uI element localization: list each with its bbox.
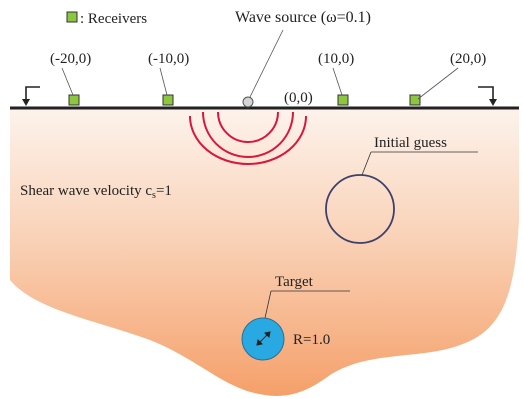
receiver-pointer (159, 67, 168, 96)
receiver-pointer (332, 67, 343, 96)
target-label: Target (275, 274, 314, 290)
receiver-minus-10: (-10,0) (148, 51, 189, 106)
wave-front-middle (202, 111, 294, 158)
receiver-marker (68, 94, 80, 106)
wave-source-point (242, 96, 254, 108)
wave-source-label: Wave source (ω=0.1) (235, 9, 371, 26)
receiver-marker (162, 94, 174, 106)
initial-guess-pointer (361, 151, 372, 176)
origin-label: (0,0) (284, 90, 313, 106)
wave-fronts (189, 111, 307, 165)
receiver-pointer (417, 67, 459, 100)
receiver-marker (409, 94, 421, 106)
receiver-plus-20: (20,0) (409, 51, 486, 106)
initial-guess-circle (325, 174, 395, 244)
legend-receivers-label: : Receivers (80, 11, 147, 27)
receiver-label: (-10,0) (148, 51, 189, 67)
target-radius-label: R=1.0 (293, 332, 330, 348)
receiver-minus-20: (-20,0) (50, 51, 91, 106)
soil-domain (10, 108, 519, 396)
wave-front-inner (217, 111, 279, 143)
receiver-plus-10: (10,0) (318, 51, 354, 106)
receiver-label: (10,0) (318, 51, 354, 67)
receiver-label: (-20,0) (50, 51, 91, 67)
left-boundary-marker (22, 86, 40, 106)
target-pointer (264, 290, 272, 319)
receiver-marker (337, 94, 349, 106)
shear-velocity-label: Shear wave velocity cs=1 (20, 183, 172, 201)
initial-guess-label: Initial guess (374, 135, 447, 151)
legend-receiver-swatch (66, 11, 78, 23)
wave-source-pointer (249, 29, 284, 98)
receiver-pointer (61, 67, 74, 96)
wave-front-outer (189, 115, 307, 165)
radius-arrow-icon (256, 331, 271, 346)
receiver-label: (20,0) (450, 51, 486, 67)
right-boundary-marker (478, 86, 497, 106)
